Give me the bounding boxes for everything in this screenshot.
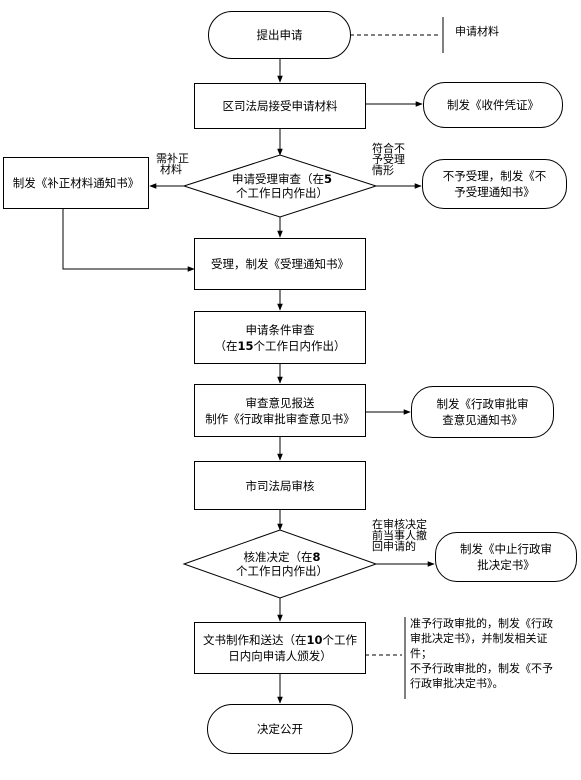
withdrawn-line2: 前当事人撤 [372,529,427,542]
condition-review-suffix: 个工作日内作出） [253,338,346,353]
node-receive-label: 区司法局接受申请材料 [222,99,338,113]
not-accepted-line1: 不予受理，制发《不 [442,169,547,183]
acceptance-review-days: 5 [323,172,332,186]
opinion-notice-line2: 查意见通知书》 [442,413,523,427]
opinion-submit-line2: 制作《行政审批审查意见书》 [205,411,355,426]
approval-decision-line2: 个工作日内作出） [236,564,328,578]
condition-review-prefix: （在 [214,338,238,353]
note-materials-label: 申请材料 [455,25,499,38]
edge-label-needs-supplement: 需补正 材料 [156,153,189,175]
not-qualified-line2: 予受理 [372,153,405,166]
suspend-notice-line1: 制发《中止行政审 [460,542,552,556]
outcome-line5: 行政审批决定书》。 [410,677,504,690]
node-opinion-submit: 审查意见报送 制作《行政审批审查意见书》 [194,384,366,437]
node-receipt-label: 制发《收件凭证》 [447,98,539,112]
node-opinion-notice: 制发《行政审批审 查意见通知书》 [411,386,554,438]
outcome-line2: 审批决定书》，并制发相关证 [410,632,548,645]
node-receive: 区司法局接受申请材料 [194,83,366,129]
approval-decision-days: 8 [312,550,321,564]
not-qualified-line3: 情形 [372,164,394,177]
node-not-accepted: 不予受理，制发《不 予受理通知书》 [422,159,567,209]
decision-diamond-acceptance [182,154,378,218]
node-submit: 提出申请 [208,11,351,59]
node-publish: 决定公开 [207,704,353,754]
decision-acceptance-text: 申请受理审查（在5 个工作日内作出） [222,170,342,202]
not-qualified-line1: 符合不 [372,142,405,155]
outcome-line4: 不予行政审批的，制发《不予 [410,662,553,675]
outcome-line1: 准予行政审批的，制发《行政 [410,617,553,630]
delivery-days: 10 [306,633,323,647]
outcome-line3: 件； [410,647,432,660]
arrow-supplement-to-accept [62,209,195,272]
withdrawn-line1: 在审核决定 [372,518,427,531]
node-city-review: 市司法局审核 [194,461,366,510]
note-outcome: 准予行政审批的，制发《行政 审批决定书》，并制发相关证 件； 不予行政审批的，制… [410,616,580,691]
decision-approval-text: 核准决定（在8 个工作日内作出） [222,548,342,580]
acceptance-review-line1: 申请受理审查（在 [231,172,324,186]
node-receipt: 制发《收件凭证》 [423,82,563,128]
not-accepted-line2: 予受理通知书》 [454,185,535,199]
node-document-delivery: 文书制作和送达（在10个工作 日内向申请人颁发） [194,622,366,674]
edge-label-not-qualified: 符合不 予受理 情形 [372,143,405,176]
node-condition-review: 申请条件审查 （在15个工作日内作出） [194,311,366,364]
opinion-submit-line1: 审查意见报送 [245,395,315,410]
condition-review-line1: 申请条件审查 [245,322,315,337]
needs-supplement-line1: 需补正 [156,152,189,165]
node-supplement-notice: 制发《补正材料通知书》 [3,157,149,209]
delivery-line1-prefix: 文书制作和送达（在 [202,633,307,647]
decision-diamond-approval [182,529,378,599]
node-accept-label: 受理，制发《受理通知书》 [211,257,349,271]
edge-label-withdrawn: 在审核决定 前当事人撤 回申请的 [372,519,427,552]
node-accept: 受理，制发《受理通知书》 [194,238,366,290]
condition-review-days: 15 [237,338,254,353]
delivery-line2: 日内向申请人颁发） [228,649,332,663]
acceptance-review-line2: 个工作日内作出） [235,186,328,200]
node-publish-label: 决定公开 [257,722,303,736]
node-submit-label: 提出申请 [256,28,303,42]
note-materials: 申请材料 [455,24,499,39]
node-city-review-label: 市司法局审核 [245,478,315,493]
needs-supplement-line2: 材料 [160,163,182,176]
suspend-notice-line2: 批决定书》 [477,558,535,572]
node-suspend-notice: 制发《中止行政审 批决定书》 [435,532,577,582]
withdrawn-line3: 回申请的 [372,540,416,553]
approval-decision-line1: 核准决定（在 [243,550,313,564]
opinion-notice-line1: 制发《行政审批审 [436,397,529,411]
node-supplement-notice-label: 制发《补正材料通知书》 [12,176,140,190]
delivery-line1-suffix: 个工作 [322,633,358,647]
